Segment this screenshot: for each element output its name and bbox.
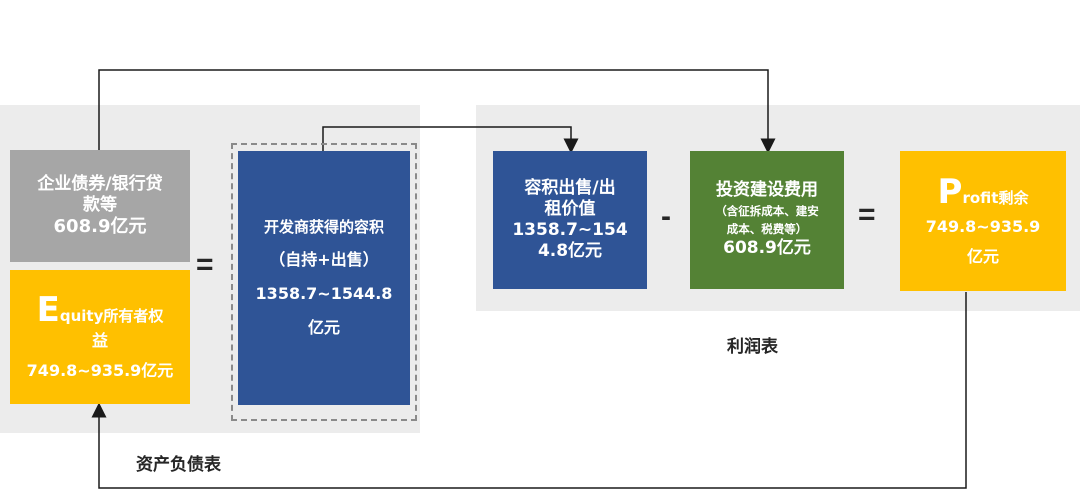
equity-initial: E [36,290,60,330]
cost-line3: 成本、税费等） [726,222,808,236]
developer-line4: 亿元 [307,318,340,338]
profit-box: Profit剩余 749.8~935.9 亿元 [900,151,1066,291]
cost-amount: 608.9亿元 [723,238,811,259]
equity-line2: 益 [91,331,108,350]
equity-word: quity所有者权 [59,307,164,325]
equals-sign-income: = [858,198,876,231]
profit-initial: P [937,172,963,212]
developer-box: 开发商获得的容积 （自持+出售） 1358.7~1544.8 亿元 [238,151,410,405]
minus-sign: - [661,200,671,233]
equity-amount: 749.8~935.9亿元 [26,361,174,380]
cost-line1: 投资建设费用 [716,180,818,201]
sales-line2: 租价值 [544,198,596,219]
profit-word: rofit剩余 [962,189,1029,207]
debt-amount: 608.9亿元 [53,216,147,237]
sales-line3: 1358.7~154 [512,220,628,240]
sales-line1: 容积出售/出 [524,177,616,198]
cost-box: 投资建设费用 （含征拆成本、建安 成本、税费等） 608.9亿元 [690,151,844,289]
developer-line3: 1358.7~1544.8 [255,284,393,304]
cost-line2: （含征拆成本、建安 [715,203,819,218]
profit-title: Profit剩余 [938,175,1029,209]
debt-box: 企业债券/银行贷 款等 608.9亿元 [10,150,190,262]
developer-dashed-frame [231,143,417,421]
developer-line2: （自持+出售） [269,250,379,270]
developer-line1: 开发商获得的容积 [263,217,384,236]
equity-box: Equity所有者权 益 749.8~935.9亿元 [10,270,190,404]
debt-line1: 企业债券/银行贷 [37,173,163,194]
connector-profit-to-equity [91,292,967,489]
profit-line3: 亿元 [966,247,999,266]
income-statement-caption: 利润表 [727,337,778,357]
debt-line2: 款等 [83,194,117,215]
sales-box: 容积出售/出 租价值 1358.7~154 4.8亿元 [493,151,647,289]
sales-line4: 4.8亿元 [537,241,603,262]
equals-sign-balance: = [196,248,214,281]
connector-volume-to-sales [322,126,579,154]
connector-debt-to-cost [98,69,776,154]
equity-title: Equity所有者权 [37,293,164,327]
balance-sheet-caption: 资产负债表 [136,455,221,475]
profit-line2: 749.8~935.9 [925,217,1041,236]
